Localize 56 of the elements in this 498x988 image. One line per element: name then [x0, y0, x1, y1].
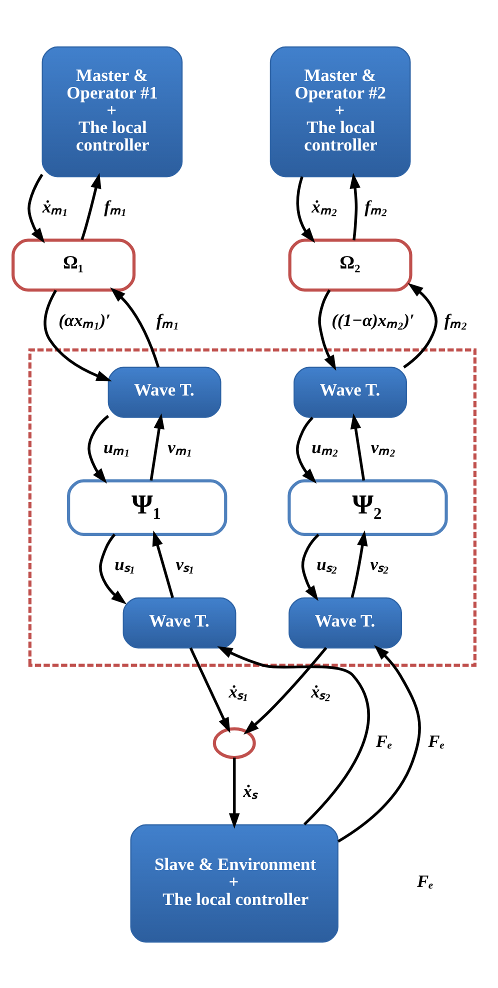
arrow — [189, 646, 230, 733]
node-box: Wave T. — [294, 366, 407, 418]
arrow — [80, 172, 102, 240]
arrow — [318, 288, 336, 370]
edge-label: ẋₛ — [243, 780, 257, 801]
arrow — [88, 414, 110, 484]
arrow — [110, 286, 160, 368]
edge-label: uₘ₁ — [103, 436, 130, 456]
edge-label: vₛ₁ — [176, 554, 195, 574]
label: Fₑ — [416, 870, 434, 890]
node-circle — [212, 726, 256, 759]
edge-label: ẋₛ₁ — [228, 680, 249, 701]
node-box: Ω₁ — [12, 238, 136, 292]
node-box: Wave T. — [122, 596, 236, 648]
edge-label: ẋₘ₁ — [42, 196, 68, 216]
edge-label: vₘ₁ — [168, 436, 192, 456]
edge-label: fₘ₂ — [444, 309, 468, 330]
edge-label: ((1−α)xₘ₂)′ — [332, 309, 414, 330]
edge-label: vₘ₂ — [370, 436, 396, 456]
arrow — [152, 530, 174, 598]
arrow — [350, 172, 360, 240]
edge-label: fₘ₂ — [364, 196, 388, 216]
arrow — [228, 757, 240, 828]
arrow — [337, 644, 421, 842]
node-box: Ψ₂ — [288, 478, 448, 536]
cluster — [28, 348, 476, 666]
edge-label: vₛ₂ — [370, 554, 390, 574]
node-box: Ψ₁ — [67, 478, 228, 536]
arrow — [350, 412, 366, 480]
edge-label: Fₑ — [376, 730, 392, 751]
node-box: Wave T. — [288, 596, 402, 648]
edge-label: uₘ₂ — [312, 436, 338, 456]
arrow — [217, 646, 370, 825]
edge-label: Fₑ — [428, 730, 445, 751]
node-box: Slave & Environment + The local controller — [130, 824, 338, 942]
edge-label: uₛ₂ — [316, 554, 338, 574]
node-box: Ω₂ — [288, 238, 412, 292]
edge-label: uₛ₁ — [114, 554, 136, 574]
node-box: Master & Operator #2 + The local controller — [270, 46, 411, 177]
arrow — [44, 289, 112, 381]
arrow — [244, 646, 328, 734]
arrow — [28, 173, 45, 243]
arrow — [150, 412, 164, 480]
edge-label: fₘ₁ — [104, 196, 127, 216]
edge-label: (αxₘ₁)′ — [58, 309, 111, 330]
node-box: Wave T. — [108, 366, 222, 418]
arrow — [99, 533, 127, 604]
arrow — [296, 416, 317, 484]
arrow — [350, 530, 368, 598]
arrow — [301, 533, 320, 600]
edge-label: ẋₘ₂ — [312, 196, 338, 216]
node-box: Master & Operator #1 + The local controller — [42, 46, 183, 177]
arrow — [403, 282, 438, 368]
arrow — [296, 176, 316, 243]
edge-label: ẋₛ₂ — [311, 680, 331, 701]
edge-label: fₘ₁ — [156, 309, 180, 330]
